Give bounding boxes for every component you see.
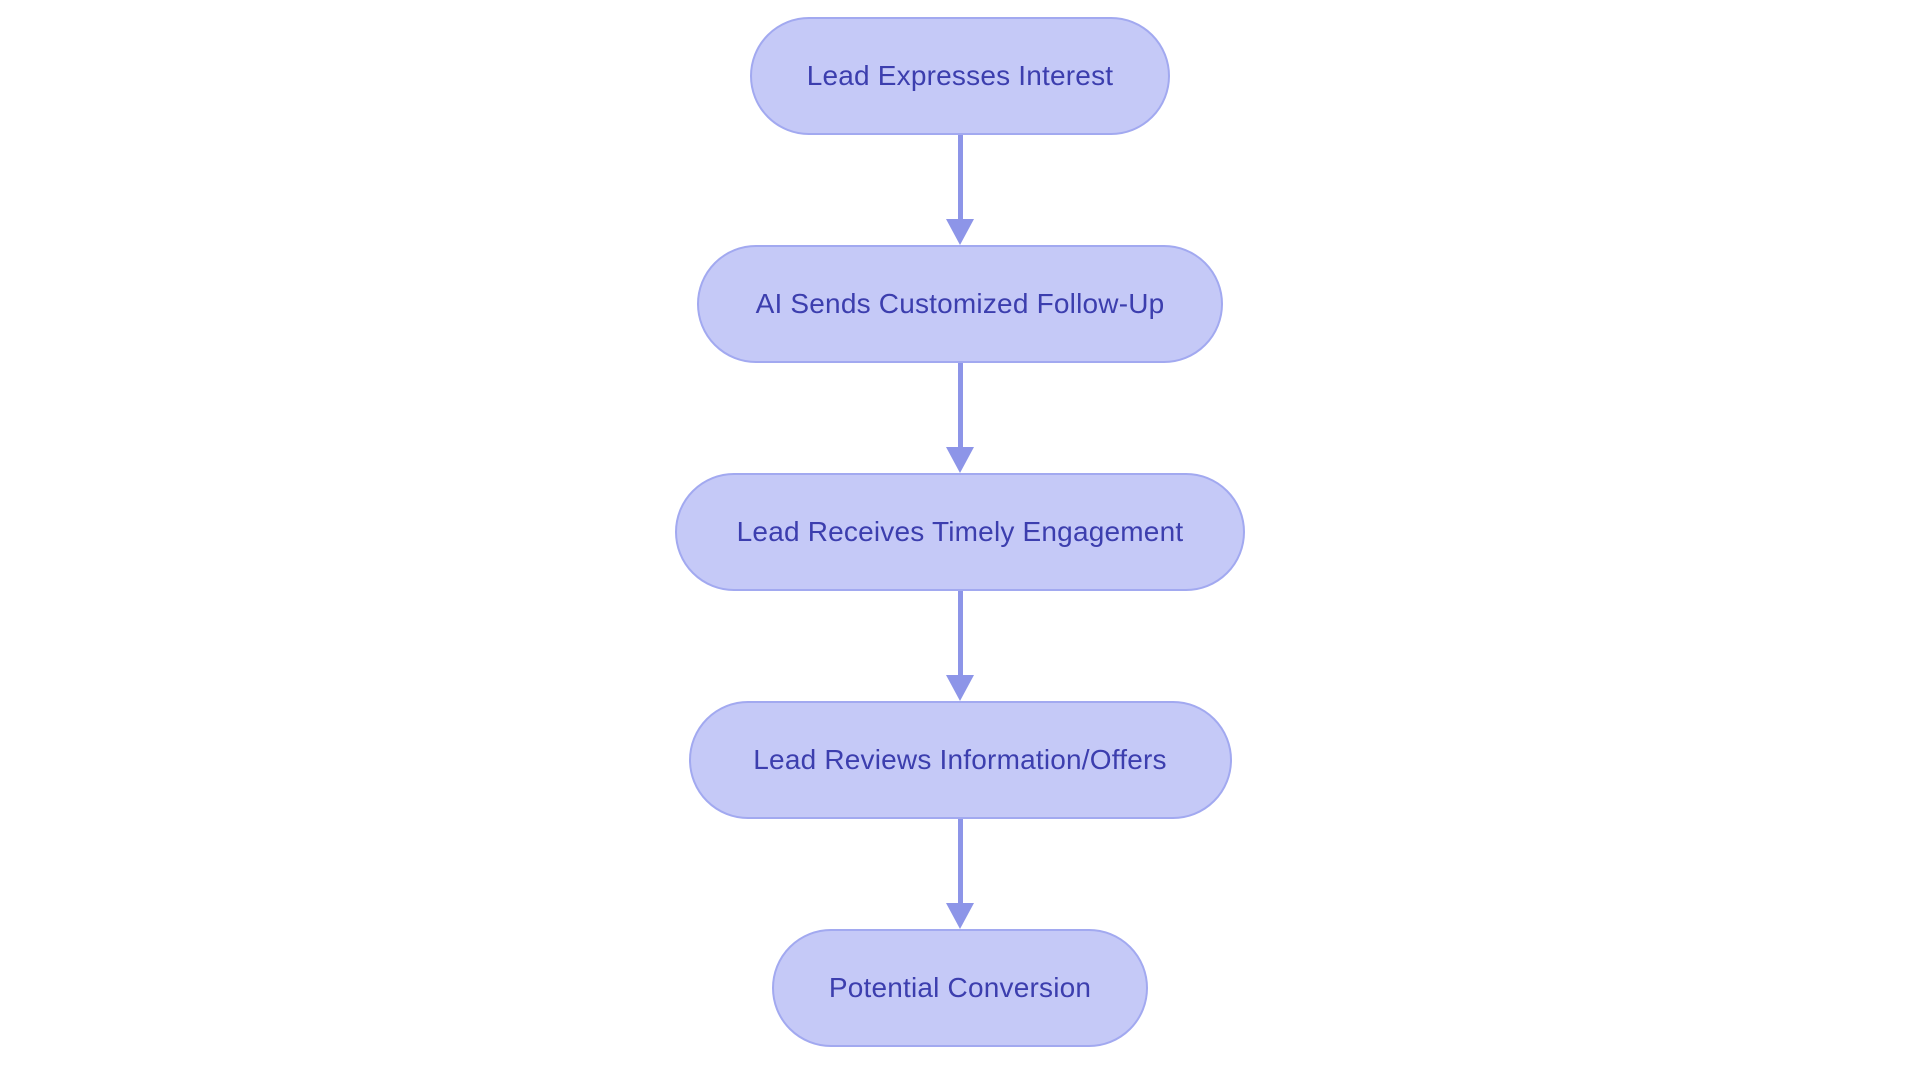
flow-arrow-down [946, 135, 974, 245]
arrow-head-icon [946, 675, 974, 701]
flow-node-ai-sends-customized-follow-up: AI Sends Customized Follow-Up [697, 245, 1223, 363]
flow-node-label: Lead Expresses Interest [806, 60, 1114, 91]
flow-node-label: Potential Conversion [828, 972, 1092, 1003]
arrow-stem [957, 363, 963, 447]
flow-node-lead-reviews-information-offers: Lead Reviews Information/Offers [688, 701, 1232, 819]
flow-node-label: AI Sends Customized Follow-Up [755, 288, 1165, 319]
flow-node-lead-receives-timely-engagement: Lead Receives Timely Engagement [675, 473, 1245, 591]
flow-node-potential-conversion: Potential Conversion [772, 929, 1148, 1047]
arrow-stem [957, 591, 963, 675]
arrow-stem [957, 819, 963, 903]
flow-node-lead-expresses-interest: Lead Expresses Interest [750, 17, 1170, 135]
flow-arrow-down [946, 819, 974, 929]
flow-node-label: Lead Receives Timely Engagement [736, 516, 1184, 547]
flow-node-label: Lead Reviews Information/Offers [753, 744, 1167, 775]
arrow-stem [957, 135, 963, 219]
arrow-head-icon [946, 447, 974, 473]
flow-arrow-down [946, 363, 974, 473]
arrow-head-icon [946, 219, 974, 245]
arrow-head-icon [946, 903, 974, 929]
flow-arrow-down [946, 591, 974, 701]
